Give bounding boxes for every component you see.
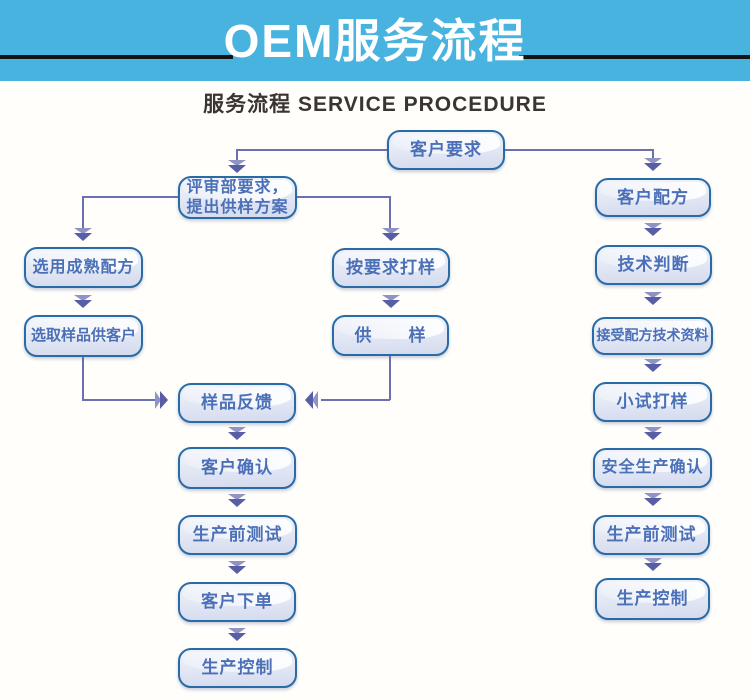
node-trial-sample: 小试打样 — [593, 382, 712, 422]
arrow-down-icon — [228, 628, 246, 642]
connector-review-mature-h — [83, 196, 178, 198]
arrow-down-icon — [644, 158, 662, 172]
node-customer-confirm: 客户确认 — [178, 447, 296, 489]
arrow-down-icon — [228, 561, 246, 575]
connector-sample-feedback-left-h — [82, 399, 155, 401]
node-pre-production-test-mid: 生产前测试 — [178, 515, 297, 555]
connector-custreq-formula-v — [652, 149, 654, 160]
arrow-down-icon — [228, 160, 246, 174]
node-pre-production-test-right: 生产前测试 — [593, 515, 710, 555]
node-production-control-right: 生产控制 — [595, 578, 710, 620]
connector-custreq-formula-h — [505, 149, 653, 151]
header-divider-right — [519, 55, 750, 59]
node-safe-production-confirm: 安全生产确认 — [593, 448, 712, 488]
node-supply-sample: 供 样 — [332, 315, 449, 356]
header-divider-left — [0, 55, 233, 59]
node-customer-requirement: 客户要求 — [387, 130, 505, 170]
node-customer-order: 客户下单 — [178, 582, 296, 622]
arrow-down-icon — [644, 493, 662, 507]
arrow-down-icon — [74, 295, 92, 309]
node-select-mature-formula: 选用成熟配方 — [24, 247, 143, 288]
node-sample-feedback: 样品反馈 — [178, 383, 296, 423]
connector-custreq-review-h — [237, 149, 387, 151]
arrow-down-icon — [74, 228, 92, 242]
arrow-down-icon — [382, 295, 400, 309]
arrow-down-icon — [644, 359, 662, 373]
arrow-down-icon — [228, 427, 246, 441]
node-sample-per-request: 按要求打样 — [332, 248, 450, 288]
connector-custreq-review-v — [236, 149, 238, 162]
arrow-down-icon — [644, 427, 662, 441]
node-technical-judgment: 技术判断 — [595, 245, 712, 285]
arrow-down-icon — [644, 223, 662, 237]
node-review-dept-requirement: 评审部要求， 提出供样方案 — [178, 176, 297, 219]
connector-sample-feedback-right-v — [389, 356, 391, 400]
arrow-right-icon — [155, 391, 169, 409]
node-production-control-mid: 生产控制 — [178, 648, 297, 688]
arrow-down-icon — [644, 558, 662, 572]
arrow-down-icon — [382, 228, 400, 242]
header-banner: OEM服务流程 — [0, 0, 750, 81]
page-title: OEM服务流程 — [223, 15, 527, 67]
connector-sample-feedback-right-h — [321, 399, 390, 401]
connector-review-sample-h — [297, 196, 390, 198]
arrow-left-icon — [304, 391, 318, 409]
connector-review-mature-v — [82, 196, 84, 230]
node-select-sample-for-customer: 选取样品供客户 — [24, 315, 143, 357]
node-accept-formula-docs: 接受配方技术资料 — [592, 317, 713, 355]
arrow-down-icon — [228, 494, 246, 508]
node-customer-formula: 客户配方 — [595, 178, 711, 217]
connector-review-sample-v — [389, 196, 391, 230]
page-subtitle: 服务流程 SERVICE PROCEDURE — [203, 93, 547, 116]
arrow-down-icon — [644, 292, 662, 306]
connector-sample-feedback-left-v — [82, 357, 84, 400]
